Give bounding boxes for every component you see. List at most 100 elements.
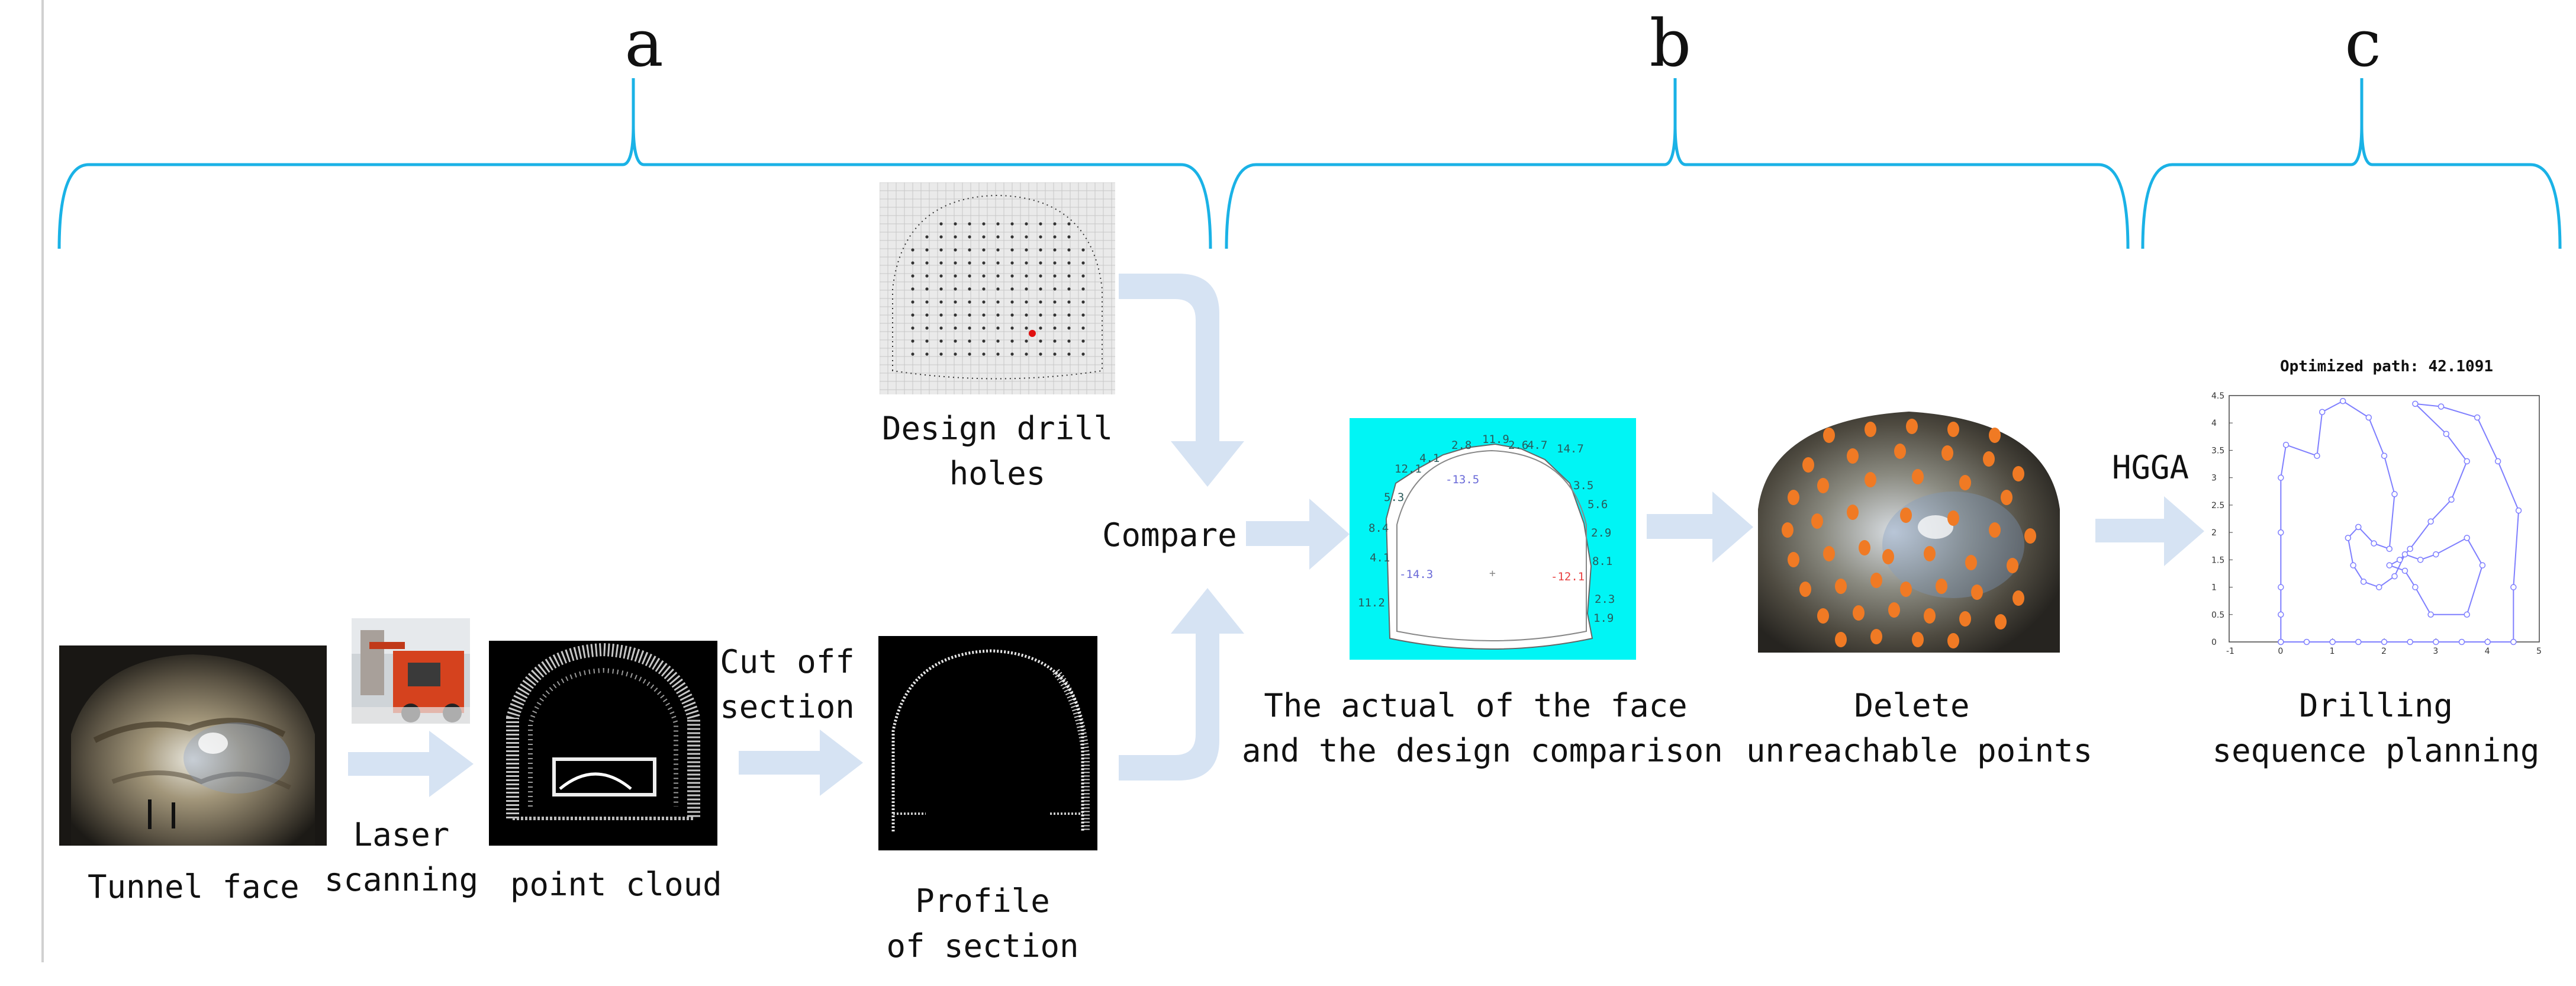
hgga-label: HGGA [2112, 449, 2189, 486]
drilling-sequence-label: Drilling sequence planning [2204, 683, 2548, 773]
drill-point [1817, 608, 1829, 624]
drill-point [1947, 510, 1959, 526]
path-node [2278, 638, 2284, 645]
arrow-profile-up [1119, 588, 1244, 781]
y-tick-label: 1 [2211, 583, 2217, 593]
path-node [2386, 545, 2393, 553]
path-node [2355, 638, 2362, 645]
tunnel-face-label: Tunnel face [88, 868, 300, 905]
path-node [2479, 562, 2486, 569]
y-tick-label: 1.5 [2211, 555, 2224, 565]
path-node [2381, 638, 2388, 645]
laser-scanning-line-1: Laser [353, 816, 450, 853]
drill-point [1817, 478, 1829, 493]
tunnel-face-photo [59, 645, 327, 846]
path-node [2510, 584, 2517, 590]
path-node [2303, 638, 2310, 645]
path-node [2412, 400, 2419, 407]
path-node [2339, 397, 2346, 404]
path-plot-title: Optimized path: 42.1091 [2279, 358, 2494, 375]
comparison-negative-value: -13.5 [1445, 473, 1479, 486]
path-node [2437, 403, 2445, 410]
comparison-value: 11.9 [1482, 433, 1509, 446]
x-tick-label: 4 [2485, 647, 2490, 656]
cut-off-line-1: Cut off [720, 643, 855, 680]
arrow-cut-off [739, 730, 863, 796]
path-node [2391, 573, 2398, 580]
drill-point [1782, 522, 1793, 538]
path-node [2345, 535, 2352, 541]
comparison-value: 8.4 [1368, 522, 1389, 535]
design-drill-holes-image [880, 182, 1115, 394]
path-node [2278, 529, 2284, 536]
path-node [2515, 507, 2522, 514]
arrow-design-down [1119, 274, 1244, 487]
comparison-value: 5.6 [1588, 498, 1608, 511]
compare-label: Compare [1102, 516, 1237, 554]
y-tick-label: 3 [2211, 474, 2217, 483]
comparison-value: 1.9 [1593, 612, 1614, 625]
x-tick-label: 3 [2433, 647, 2438, 656]
path-node [2365, 414, 2372, 421]
bracket-a [57, 78, 1212, 249]
arrow-compare [1246, 499, 1350, 570]
drill-point [1941, 445, 1953, 461]
drill-point [1947, 633, 1959, 648]
path-node [2464, 535, 2470, 541]
comparison-value: 5.3 [1384, 491, 1404, 504]
drill-point [1847, 505, 1859, 520]
delete-points-label: Delete unreachable points [1746, 683, 2092, 773]
drill-point [2024, 528, 2036, 544]
drill-point [1835, 632, 1847, 647]
drill-point [1823, 546, 1835, 561]
design-highlight-hole [1029, 330, 1036, 337]
y-tick-label: 0 [2211, 638, 2217, 647]
path-node [2278, 474, 2284, 481]
drill-point [1912, 632, 1924, 647]
drill-point [1906, 419, 1918, 434]
drill-point [1799, 582, 1811, 597]
path-node [2396, 557, 2403, 563]
path-node [2355, 523, 2362, 531]
section-letter-c: c [2345, 5, 2381, 81]
drill-point [1959, 611, 1971, 627]
bracket-c [2141, 78, 2562, 249]
delete-line-1: Delete [1854, 687, 1970, 724]
comparison-value: 4.1 [1370, 551, 1390, 564]
drill-point [1924, 608, 1936, 624]
point-cloud-image [489, 641, 717, 846]
comparison-value: 4.7 [1527, 439, 1547, 452]
path-node [2474, 414, 2481, 421]
y-tick-label: 2.5 [2211, 501, 2224, 510]
drill-point [2007, 558, 2018, 573]
left-border-line [41, 0, 44, 962]
section-letter-b: b [1649, 5, 1692, 81]
comparison-line-1: The actual of the face [1264, 687, 1688, 724]
drill-point [1971, 584, 1983, 600]
drilling-line-2: sequence planning [2212, 732, 2540, 769]
path-node [2412, 584, 2419, 590]
drill-point [1965, 555, 1977, 570]
comparison-actual-outline [1385, 443, 1593, 650]
delete-points-photo [1758, 409, 2060, 653]
design-line-2: holes [949, 455, 1046, 492]
laser-scanning-line-2: scanning [324, 861, 479, 898]
path-node [2407, 545, 2413, 553]
y-tick-label: 3.5 [2211, 446, 2224, 455]
drill-point [1989, 522, 2001, 538]
path-node [2282, 441, 2290, 448]
comparison-value: 11.2 [1358, 596, 1385, 609]
path-node [2417, 557, 2424, 563]
path-node [2494, 458, 2501, 465]
y-tick-label: 2 [2211, 528, 2217, 538]
svg-text:+: + [1489, 567, 1496, 580]
comparison-value: 2.3 [1595, 593, 1615, 606]
drill-point [1947, 422, 1959, 437]
path-node [2350, 562, 2356, 569]
x-tick-label: 5 [2536, 647, 2542, 656]
comparison-label: The actual of the face and the design co… [1242, 683, 1723, 773]
design-drill-holes-label: Design drill holes [882, 406, 1113, 496]
